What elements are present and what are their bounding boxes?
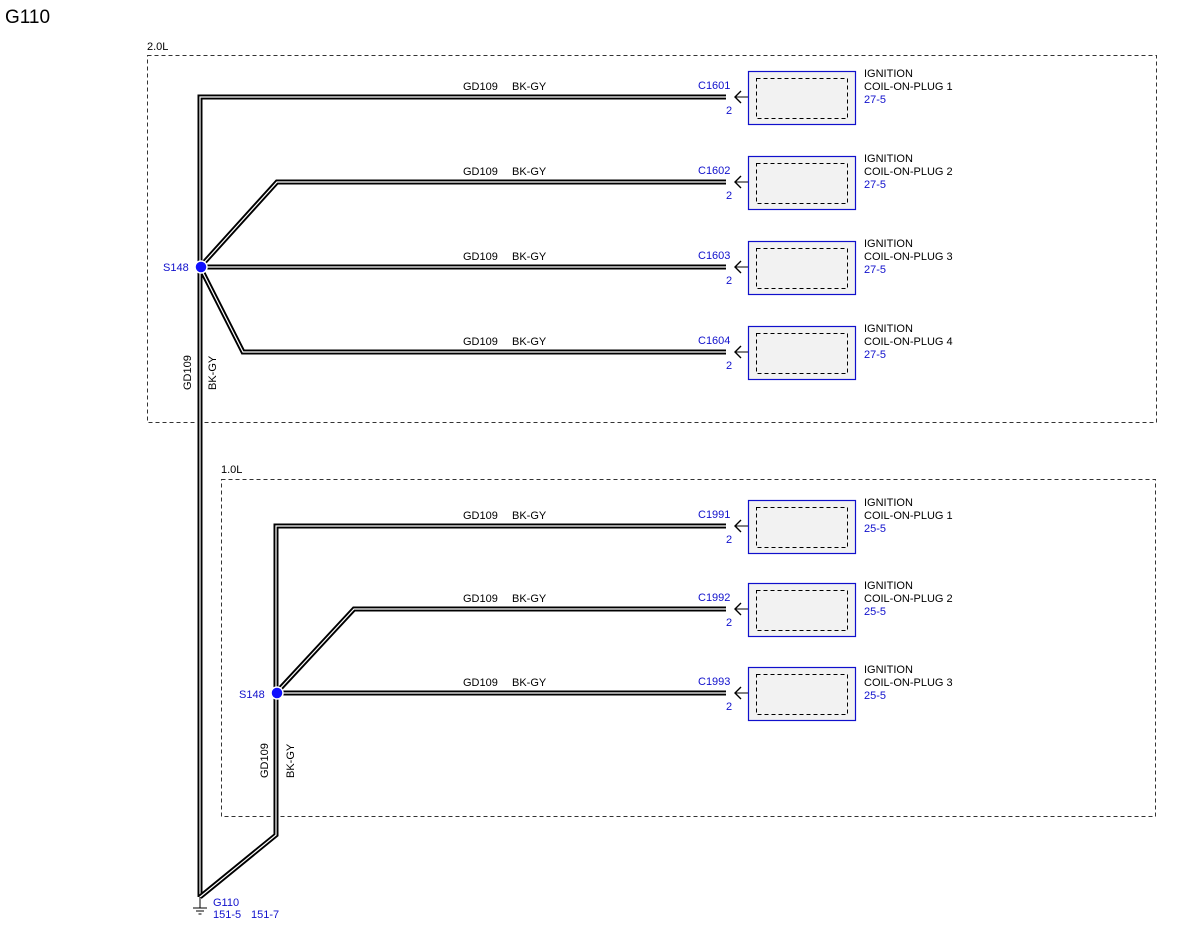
component-name-line1: IGNITION [864, 238, 913, 250]
connector-c1602[interactable]: C1602 [698, 165, 730, 177]
wire-color-c1603: BK-GY [512, 251, 547, 263]
pin-c1993: 2 [726, 701, 732, 713]
trunk-circuit-1-0l: GD109 [259, 743, 271, 778]
wire-circuit-c1993: GD109 [463, 677, 498, 689]
wire-color-c1602: BK-GY [512, 166, 547, 178]
pin-c1601: 2 [726, 105, 732, 117]
connector-c1603[interactable]: C1603 [698, 250, 730, 262]
connector-c1991[interactable]: C1991 [698, 509, 730, 521]
splice-label-1-0l: S148 [239, 689, 265, 701]
wire-color-c1601: BK-GY [512, 81, 547, 93]
component-name-line2: COIL-ON-PLUG 3 [864, 677, 953, 689]
splice-s148-1-0l[interactable] [270, 686, 284, 700]
engine-frame-2-0l [147, 55, 1157, 423]
component-name-line2: COIL-ON-PLUG 3 [864, 251, 953, 263]
component-name-line1: IGNITION [864, 153, 913, 165]
component-box-c1991[interactable] [747, 499, 857, 555]
ground-name[interactable]: G110 [213, 897, 239, 909]
component-inner-c1603 [756, 248, 848, 289]
component-inner-c1601 [756, 78, 848, 119]
component-name-line2: COIL-ON-PLUG 4 [864, 336, 953, 348]
wire-color-c1992: BK-GY [512, 593, 547, 605]
wire-c1601-trunk[interactable] [197, 94, 726, 897]
pin-c1991: 2 [726, 534, 732, 546]
component-inner-c1993 [756, 674, 848, 715]
wire-circuit-c1991: GD109 [463, 510, 498, 522]
component-name-line1: IGNITION [864, 323, 913, 335]
component-box-c1604[interactable] [747, 325, 857, 381]
engine-label-2-0l: 2.0L [147, 41, 168, 53]
ground-ref-1[interactable]: 151-5 [213, 909, 241, 921]
component-name-line2: COIL-ON-PLUG 1 [864, 81, 953, 93]
ground-g110 [193, 897, 207, 915]
wire-c1992[interactable] [274, 606, 726, 695]
component-inner-c1604 [756, 333, 848, 374]
component-name-line1: IGNITION [864, 497, 913, 509]
wire-circuit-c1604: GD109 [463, 336, 498, 348]
component-ref-c1992[interactable]: 25-5 [864, 606, 886, 618]
connector-c1601[interactable]: C1601 [698, 80, 730, 92]
component-name-line1: IGNITION [864, 664, 913, 676]
component-box-c1993[interactable] [747, 666, 857, 722]
pin-c1603: 2 [726, 275, 732, 287]
page-title: G110 [5, 7, 50, 28]
component-ref-c1603[interactable]: 27-5 [864, 264, 886, 276]
pin-c1992: 2 [726, 617, 732, 629]
trunk-circuit-2-0l: GD109 [182, 355, 194, 390]
pin-c1602: 2 [726, 190, 732, 202]
component-ref-c1993[interactable]: 25-5 [864, 690, 886, 702]
trunk-color-1-0l: BK-GY [285, 743, 297, 778]
wire-circuit-c1601: GD109 [463, 81, 498, 93]
ground-ref-2[interactable]: 151-7 [251, 909, 279, 921]
wire-circuit-c1602: GD109 [463, 166, 498, 178]
trunk-color-2-0l: BK-GY [207, 355, 219, 390]
connector-c1993[interactable]: C1993 [698, 676, 730, 688]
connector-c1604[interactable]: C1604 [698, 335, 730, 347]
component-box-c1601[interactable] [747, 70, 857, 126]
component-name-line1: IGNITION [864, 580, 913, 592]
wire-circuit-c1992: GD109 [463, 593, 498, 605]
component-inner-c1602 [756, 163, 848, 204]
component-box-c1603[interactable] [747, 240, 857, 296]
component-name-line2: COIL-ON-PLUG 2 [864, 593, 953, 605]
splice-label-2-0l: S148 [163, 262, 189, 274]
component-ref-c1601[interactable]: 27-5 [864, 94, 886, 106]
component-ref-c1602[interactable]: 27-5 [864, 179, 886, 191]
component-name-line2: COIL-ON-PLUG 2 [864, 166, 953, 178]
wire-c1991-trunk[interactable] [198, 523, 726, 899]
wire-color-c1604: BK-GY [512, 336, 547, 348]
splice-s148-2-0l[interactable] [194, 260, 208, 274]
component-ref-c1991[interactable]: 25-5 [864, 523, 886, 535]
engine-frame-1-0l [221, 479, 1156, 817]
connector-c1992[interactable]: C1992 [698, 592, 730, 604]
wires-1-0l [198, 523, 726, 899]
component-inner-c1991 [756, 507, 848, 548]
component-inner-c1992 [756, 590, 848, 631]
component-box-c1602[interactable] [747, 155, 857, 211]
wire-color-c1993: BK-GY [512, 677, 547, 689]
wires-2-0l [197, 94, 726, 897]
wire-circuit-c1603: GD109 [463, 251, 498, 263]
engine-label-1-0l: 1.0L [221, 464, 242, 476]
component-name-line2: COIL-ON-PLUG 1 [864, 510, 953, 522]
wire-color-c1991: BK-GY [512, 510, 547, 522]
component-name-line1: IGNITION [864, 68, 913, 80]
component-box-c1992[interactable] [747, 582, 857, 638]
component-ref-c1604[interactable]: 27-5 [864, 349, 886, 361]
pin-c1604: 2 [726, 360, 732, 372]
